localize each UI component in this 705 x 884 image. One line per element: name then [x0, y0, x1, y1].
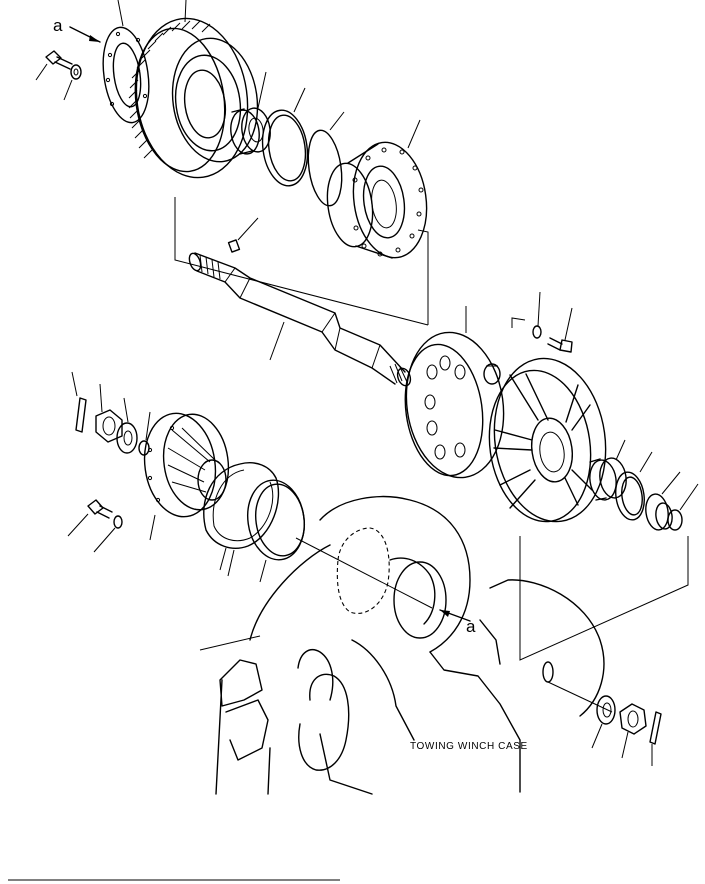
bearing-top: [230, 71, 271, 155]
cotter-pin-left: [71, 371, 87, 433]
friction-plate: [203, 462, 280, 577]
drum-flange: [404, 306, 505, 479]
bracket-right-bottom: [519, 536, 689, 661]
washer-top-left: [63, 64, 82, 101]
snap-ring-right: [615, 451, 653, 521]
flange-plate: [102, 0, 150, 124]
key: [227, 217, 259, 253]
centerline-case: [295, 537, 433, 609]
washer-left: [116, 397, 138, 454]
thrust-ring: [247, 479, 305, 583]
o-ring-top: [307, 111, 345, 207]
case-label: TOWING WINCH CASE: [410, 741, 528, 752]
large-gear: [128, 0, 259, 179]
o-ring-right: [667, 483, 699, 531]
castle-nut-left: [95, 383, 123, 443]
o-ring-left: [138, 411, 151, 456]
spoked-hub: [483, 357, 607, 523]
bracket-right-top: [417, 229, 429, 325]
bolt-right-top: [547, 307, 573, 353]
cotter-pin-lower-right: [649, 711, 662, 766]
arrow-a-bottom: [439, 609, 471, 622]
arrow-a-top: [69, 26, 101, 43]
bracket-right-mid: [511, 317, 526, 328]
washer-lower-right: [591, 695, 616, 749]
castle-nut-lower-right: [619, 703, 647, 759]
bolt-lower-left: [67, 499, 113, 537]
bearing-right: [589, 439, 627, 501]
shaft: [188, 252, 412, 387]
snap-ring-top: [261, 87, 309, 187]
washer-lower-left: [93, 515, 123, 553]
bracket-left-top: [174, 197, 429, 326]
hub-top: [326, 119, 428, 259]
seal-right: [645, 471, 681, 531]
ref-mark-a-top: a: [53, 16, 63, 35]
ref-mark-a-bottom: a: [466, 617, 476, 636]
washer-right-top: [532, 291, 542, 339]
winch-case: [199, 495, 605, 795]
centerline-lower-right: [547, 681, 613, 713]
bolt-top-left: [35, 50, 73, 81]
